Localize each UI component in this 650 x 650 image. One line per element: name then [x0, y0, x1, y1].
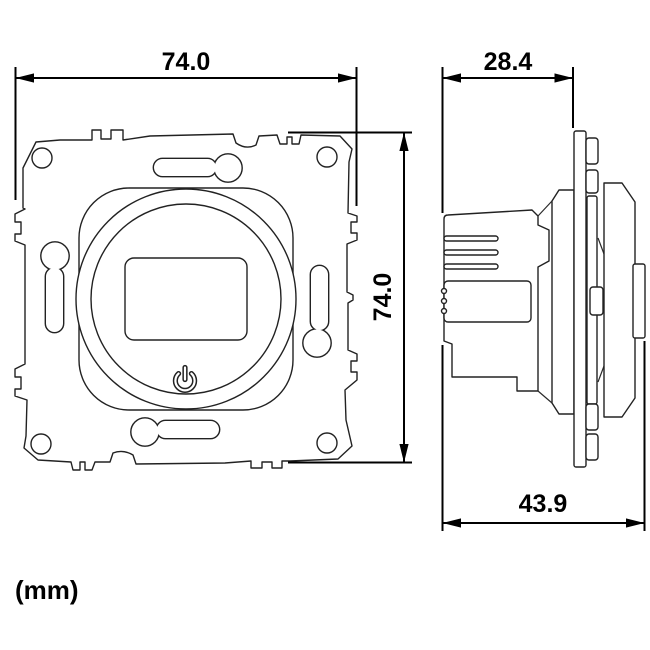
front-view [14, 129, 358, 471]
claw-fin-1 [443, 235, 499, 242]
keyhole-slot-right [302, 264, 332, 358]
dimension-side-depth: 28.4 [441, 48, 574, 213]
claw-plate [443, 280, 532, 323]
latch-detail [589, 286, 604, 316]
power-icon [172, 364, 198, 393]
dimension-side-total-depth: 43.9 [441, 341, 646, 531]
display-protrusion [632, 263, 646, 339]
frame-clip-bottom-2 [585, 433, 599, 461]
dimension-front-width: 74.0 [14, 48, 358, 206]
units-label: (mm) [15, 575, 79, 605]
frame-clip-top-1 [585, 137, 599, 165]
corner-hole-bottom-left [30, 433, 52, 455]
bezel-profile [603, 182, 636, 418]
housing-flange-join-bottom [537, 390, 553, 404]
corner-hole-top-right [316, 146, 338, 168]
dimension-label-front-width: 74.0 [162, 48, 211, 76]
keyhole-slot-left [40, 241, 70, 334]
housing-front-flange [551, 189, 575, 415]
claw-fin-2 [443, 249, 499, 256]
frame-clip-bottom-1 [585, 403, 599, 431]
claw-fin-3 [443, 263, 499, 270]
dimension-front-height: 74.0 [288, 131, 412, 464]
keyhole-slot-bottom [130, 417, 221, 447]
display-screen [124, 257, 248, 341]
keyhole-slot-top [152, 153, 243, 183]
housing-rib-2 [440, 297, 448, 305]
housing-rib-3 [440, 307, 448, 315]
dimension-label-side-depth: 28.4 [484, 48, 533, 76]
housing-rib-1 [440, 287, 448, 295]
side-view [440, 130, 646, 468]
dimension-label-side-total-depth: 43.9 [519, 490, 568, 518]
housing-flange-join-top [537, 200, 553, 217]
dimension-label-front-height: 74.0 [369, 273, 397, 322]
frame-clip-top-2 [585, 169, 599, 194]
corner-hole-bottom-right [316, 432, 338, 454]
corner-hole-top-left [31, 147, 53, 169]
mounting-frame-edge [573, 130, 587, 468]
